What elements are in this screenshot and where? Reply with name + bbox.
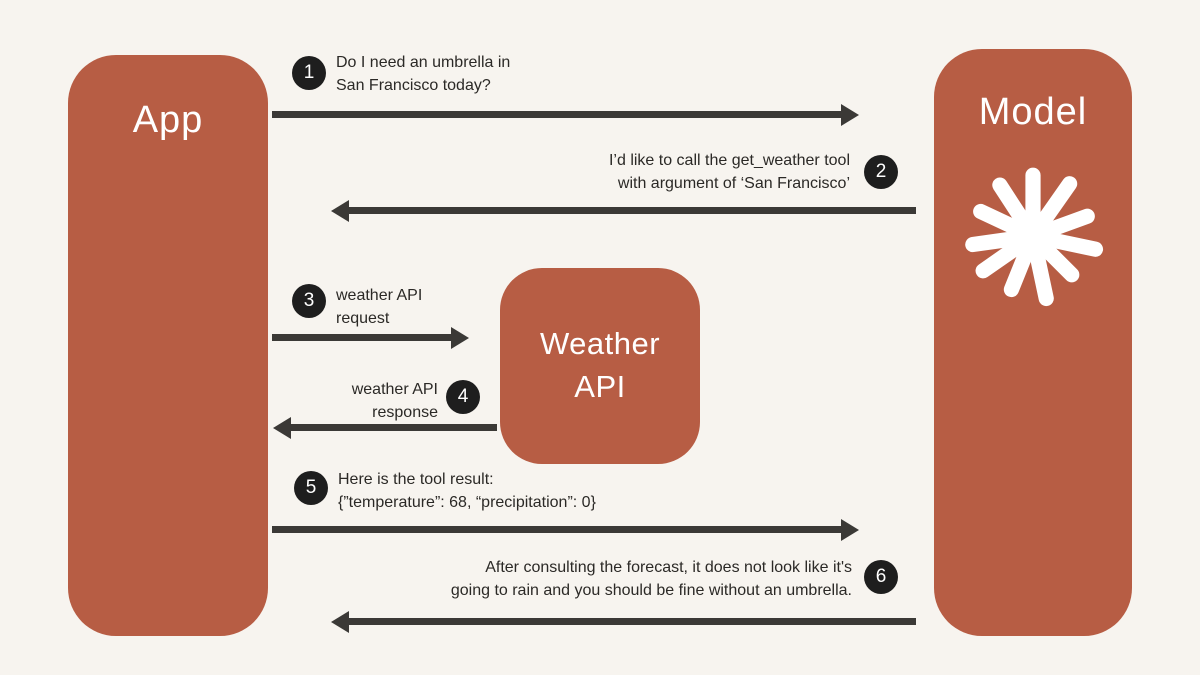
message-5-line1: Here is the tool result:	[338, 471, 494, 488]
weather-api-label-line2: API	[574, 369, 626, 404]
message-4-line1: weather API	[351, 381, 438, 398]
arrow-model-to-app-6	[331, 610, 916, 633]
arrow-model-to-app-2	[331, 199, 916, 222]
model-node: Model	[934, 49, 1132, 636]
message-2-line1: I’d like to call the get_weather tool	[608, 152, 850, 169]
message-1-line1: Do I need an umbrella in	[336, 54, 511, 71]
step-badge-1: 1	[292, 56, 326, 90]
message-3-line2: request	[336, 310, 390, 327]
starburst-icon	[957, 160, 1109, 312]
message-label-6: After consulting the forecast, it does n…	[451, 556, 852, 602]
message-2-line2: with argument of ‘San Francisco’	[617, 175, 850, 192]
arrow-weather-to-app-4	[273, 416, 497, 439]
model-node-label: Model	[978, 91, 1088, 133]
message-label-5: Here is the tool result: {”temperature”:…	[338, 468, 596, 514]
message-5-line2: {”temperature”: 68, “precipitation”: 0}	[338, 494, 596, 511]
step-badge-6: 6	[864, 560, 898, 594]
message-label-2: I’d like to call the get_weather tool wi…	[609, 149, 850, 195]
step-badge-3: 3	[292, 284, 326, 318]
app-node-label: App	[132, 99, 204, 141]
message-label-3: weather API request	[336, 284, 422, 330]
step-badge-2: 2	[864, 155, 898, 189]
weather-api-node: Weather API	[500, 268, 700, 464]
app-node: App	[68, 55, 268, 636]
message-6-line1: After consulting the forecast, it does n…	[485, 559, 852, 576]
weather-api-label-line1: Weather	[539, 326, 661, 362]
message-label-4: weather API response	[352, 378, 438, 424]
message-4-line2: response	[372, 404, 438, 421]
step-badge-4: 4	[446, 380, 480, 414]
arrow-app-to-weather-3	[272, 326, 469, 349]
arrow-app-to-model-5	[272, 518, 859, 541]
arrow-app-to-model-1	[272, 103, 859, 126]
message-label-1: Do I need an umbrella in San Francisco t…	[336, 51, 510, 97]
message-3-line1: weather API	[336, 287, 423, 304]
step-badge-5: 5	[294, 471, 328, 505]
message-1-line2: San Francisco today?	[336, 77, 491, 94]
message-6-line2: going to rain and you should be fine wit…	[450, 582, 852, 599]
